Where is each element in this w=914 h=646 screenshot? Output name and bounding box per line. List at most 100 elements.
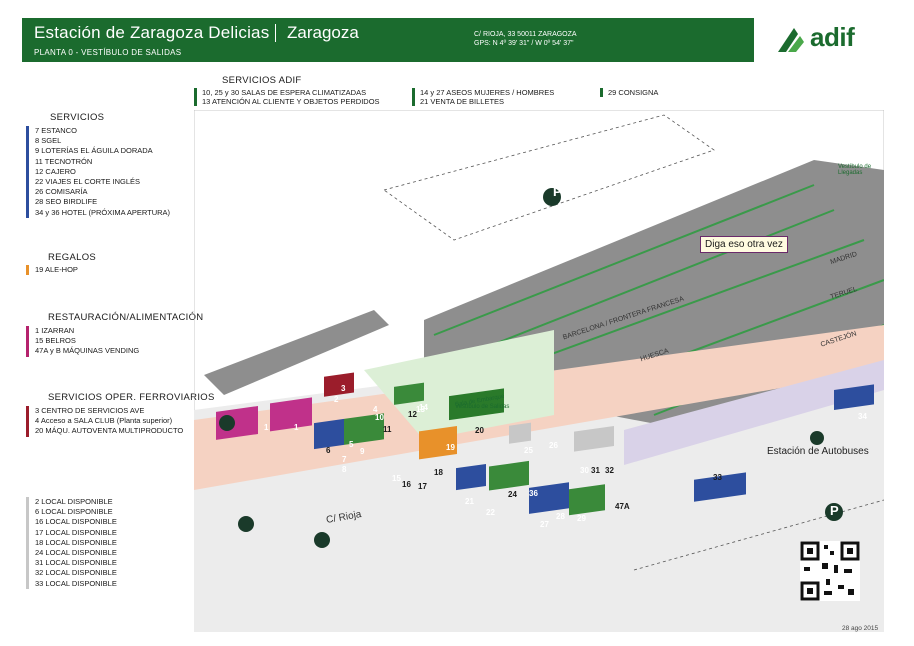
shop-1[interactable]	[216, 406, 258, 440]
label-salidas: Vestíbulo de Salidas	[455, 404, 510, 410]
shop-22[interactable]	[456, 463, 486, 491]
legend-item: 1 IZARRAN	[35, 326, 75, 335]
shop-10[interactable]	[344, 413, 384, 445]
unit-number-label: 16	[402, 480, 411, 489]
hotel-36[interactable]	[834, 384, 874, 411]
legend-item: 9 LOTERÍAS EL ÁGUILA DORADA	[35, 146, 153, 156]
shop-19[interactable]	[419, 426, 457, 460]
servicios-adif-col3: 29 CONSIGNA	[600, 88, 658, 97]
waiting-room-30[interactable]	[569, 484, 605, 516]
legend-item: 26 COMISARÍA	[35, 187, 88, 197]
unit-number-label: 14	[419, 403, 428, 412]
service-3[interactable]	[324, 372, 354, 397]
gps-line: GPS: N 4º 39' 31" / W 0º 54' 37"	[474, 40, 574, 47]
floor-subtitle: PLANTA 0 - VESTÍBULO DE SALIDAS	[34, 48, 182, 57]
label-llegadas: Vestíbulo de Llegadas	[838, 164, 872, 176]
unit-number-label: 5	[349, 440, 354, 449]
unit-number-label: 24	[508, 490, 517, 499]
legend-servicios-title: SERVICIOS	[50, 112, 105, 123]
hotel-34[interactable]	[694, 472, 746, 502]
station-title: Estación de Zaragoza Delicias	[34, 23, 270, 42]
unit-number-label: 47A	[615, 502, 630, 511]
bus-icon[interactable]	[238, 516, 254, 532]
unit-number-label: 18	[434, 468, 443, 477]
legend-item: 12 CAJERO	[35, 166, 76, 176]
servicios-adif-col2: 14 y 27 ASEOS MUJERES / HOMBRES 21 VENTA…	[412, 88, 554, 106]
legend-restauracion-title: RESTAURACIÓN/ALIMENTACIÓN	[48, 312, 204, 323]
waiting-room-25[interactable]	[489, 460, 529, 491]
tooltip-sign: Diga eso otra vez	[700, 236, 788, 253]
legend-item: 3 CENTRO DE SERVICIOS AVE	[35, 406, 145, 415]
legend-item: 4 Acceso a SALA CLUB (Planta superior)	[35, 416, 173, 426]
header-bar: Estación de Zaragoza Delicias Zaragoza P…	[22, 18, 754, 62]
legend-item: 17 LOCAL DISPONIBLE	[35, 527, 117, 537]
legend-item: 20 MÁQU. AUTOVENTA MULTIPRODUCTO	[35, 426, 184, 436]
sala-embarque-area	[364, 330, 554, 440]
legend-locales-list: 2 LOCAL DISPONIBLE 6 LOCAL DISPONIBLE 16…	[26, 497, 117, 589]
address-line: C/ RIOJA, 33 50011 ZARAGOZA	[474, 31, 577, 38]
unit-number-label: 8	[342, 465, 347, 474]
unit-number-label: 20	[475, 426, 484, 435]
adif-item: 14 y 27 ASEOS MUJERES / HOMBRES	[420, 88, 555, 97]
parking-icon[interactable]	[543, 188, 561, 206]
unit-number-label: 13	[416, 405, 425, 414]
unit-number-label: 27	[540, 520, 549, 529]
unit-number-label: 4	[373, 405, 378, 414]
service-13[interactable]	[394, 382, 424, 405]
legend-ferroviarios-title: SERVICIOS OPER. FERROVIARIOS	[48, 392, 215, 403]
parking-icon[interactable]	[825, 503, 843, 521]
station-map	[194, 110, 884, 632]
unit-number-label: 22	[486, 508, 495, 517]
exit-icon[interactable]	[219, 415, 235, 431]
track-line	[453, 209, 835, 361]
unit-number-label: 30	[580, 466, 589, 475]
legend-item: 15 BELROS	[35, 336, 76, 346]
unit-number-label: 11	[383, 425, 392, 434]
local-31-33[interactable]	[574, 425, 614, 452]
unit-number-label: 21	[465, 497, 474, 506]
legend-item: 24 LOCAL DISPONIBLE	[35, 548, 117, 558]
legend-item: 33 LOCAL DISPONIBLE	[35, 578, 117, 588]
legend-ferroviarios-list: 3 CENTRO DE SERVICIOS AVE 4 Acceso a SAL…	[26, 406, 183, 437]
legend-item: 28 SEO BIRDLIFE	[35, 197, 98, 207]
unit-number-label: 3	[341, 384, 346, 393]
legend-item: 18 LOCAL DISPONIBLE	[35, 537, 117, 547]
servicios-adif-title: SERVICIOS ADIF	[222, 75, 302, 86]
adif-item: 13 ATENCIÓN AL CLIENTE Y OBJETOS PERDIDO…	[202, 97, 380, 106]
unit-number-label: 29	[577, 514, 586, 523]
legend-item: 47A y B MÁQUINAS VENDING	[35, 346, 140, 356]
legend-item: 34 y 36 HOTEL (PRÓXIMA APERTURA)	[35, 207, 171, 217]
adif-item: 29 CONSIGNA	[608, 88, 659, 97]
legend-item: 32 LOCAL DISPONIBLE	[35, 568, 117, 578]
legend-item: 7 ESTANCO	[35, 126, 77, 135]
legend-item: 16 LOCAL DISPONIBLE	[35, 517, 117, 527]
unit-number-label: 6	[326, 446, 331, 455]
track-line	[493, 239, 865, 376]
local-26[interactable]	[509, 422, 531, 444]
shop-7-8[interactable]	[314, 418, 344, 450]
unit-number-label: 9	[360, 447, 365, 456]
unit-number-label: 19	[446, 443, 455, 452]
legend-item: 2 LOCAL DISPONIBLE	[35, 497, 113, 506]
legend-item: 6 LOCAL DISPONIBLE	[35, 507, 113, 517]
ticket-office-21[interactable]	[449, 388, 504, 421]
bus-station-icon[interactable]	[810, 431, 824, 445]
bicycle-icon[interactable]	[314, 532, 330, 548]
upper-outline	[383, 114, 715, 241]
unit-number-label: 15	[392, 474, 401, 483]
unit-number-label: 31	[591, 466, 600, 475]
unit-number-label: 32	[605, 466, 614, 475]
adif-item: 10, 25 y 30 SALAS DE ESPERA CLIMATIZADAS	[202, 88, 367, 97]
legend-item: 22 VIAJES EL CORTE INGLÉS	[35, 177, 141, 187]
unit-number-label: 36	[529, 489, 538, 498]
shop-28[interactable]	[529, 482, 569, 514]
qr-code-icon[interactable]	[800, 541, 860, 601]
shop-1b[interactable]	[270, 397, 312, 432]
adif-logo-icon	[778, 28, 804, 52]
legend-servicios-list: 7 ESTANCO 8 SGEL 9 LOTERÍAS EL ÁGUILA DO…	[26, 126, 170, 218]
legend-item: 11 TECNOTRÓN	[35, 156, 93, 166]
unit-number-label: 1	[264, 423, 269, 432]
unit-number-label: 2	[334, 395, 339, 404]
unit-number-label: 10	[375, 413, 384, 422]
roof-structure	[204, 310, 389, 395]
